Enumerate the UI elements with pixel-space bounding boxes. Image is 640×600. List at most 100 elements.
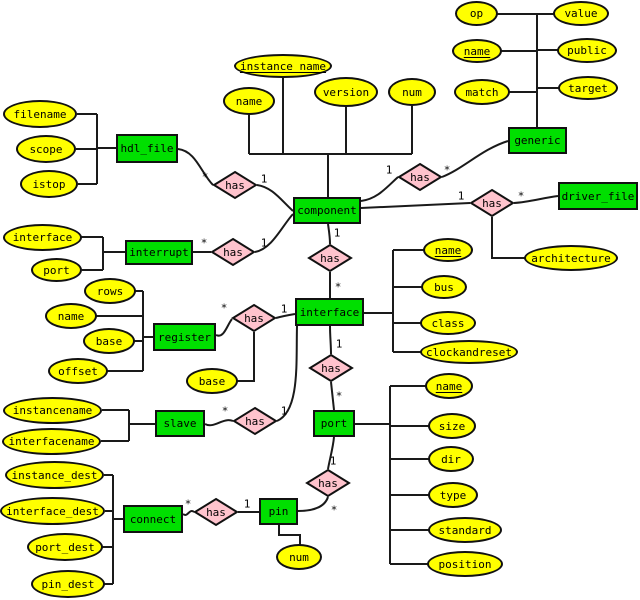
relationship-has-register-interface: has bbox=[231, 303, 277, 333]
connector-port-attributes bbox=[355, 385, 429, 565]
cardinality-one-component-interrupt: 1 bbox=[260, 236, 268, 250]
relationship-label: has bbox=[482, 196, 502, 210]
relationship-has-hdl-file-component: has bbox=[212, 170, 258, 200]
connector-has-to-component-lower-left bbox=[254, 213, 294, 253]
entity-pin: pin bbox=[259, 498, 298, 525]
connector-base-relationship-attribute bbox=[237, 332, 255, 382]
diamond-shape bbox=[231, 303, 277, 333]
attribute-name-register: name bbox=[45, 303, 97, 329]
entity-interrupt: interrupt bbox=[125, 240, 193, 265]
relationship-has-port-pin: has bbox=[305, 468, 351, 498]
attribute-interfacename: interfacename bbox=[2, 428, 101, 455]
attribute-op: op bbox=[455, 1, 498, 26]
entity-register: register bbox=[153, 323, 216, 351]
entity-component: component bbox=[293, 197, 361, 224]
relationship-label: has bbox=[318, 476, 338, 490]
connector-component-top-attributes bbox=[248, 78, 413, 197]
entity-hdl-file: hdl_file bbox=[116, 134, 178, 163]
attribute-instancename: instancename bbox=[3, 397, 102, 424]
connector-has-to-generic bbox=[441, 140, 509, 178]
cardinality-many-interrupt: * bbox=[200, 236, 208, 250]
connector-generic-attributes bbox=[497, 13, 559, 127]
cardinality-one-component-interface: 1 bbox=[333, 226, 341, 240]
relationship-label: has bbox=[206, 505, 226, 519]
entity-generic: generic bbox=[508, 127, 567, 154]
attribute-public: public bbox=[557, 38, 617, 63]
attribute-num-component: num bbox=[388, 78, 436, 106]
cardinality-many-driver-file: * bbox=[517, 189, 525, 203]
cardinality-many-interface: * bbox=[334, 280, 342, 294]
relationship-has-interrupt-component: has bbox=[210, 237, 256, 267]
cardinality-many-slave: * bbox=[221, 404, 229, 418]
cardinality-one-component-driver: 1 bbox=[457, 189, 465, 203]
connector-connect-attributes bbox=[102, 474, 123, 585]
connector-has-to-port-top bbox=[330, 381, 335, 411]
attribute-version: version bbox=[314, 77, 378, 107]
diamond-shape bbox=[307, 243, 353, 273]
relationship-label: has bbox=[225, 178, 245, 192]
relationship-label: has bbox=[321, 361, 341, 375]
attribute-standard: standard bbox=[428, 517, 502, 543]
attribute-architecture: architecture bbox=[524, 245, 618, 271]
attribute-num-pin: num bbox=[276, 544, 322, 570]
connector-interface-to-has-port bbox=[329, 325, 332, 355]
attribute-name-port: name bbox=[425, 373, 473, 399]
entity-port: port bbox=[313, 410, 355, 437]
attribute-value: value bbox=[553, 1, 609, 26]
attribute-target: target bbox=[558, 76, 618, 100]
diamond-shape bbox=[308, 353, 354, 383]
attribute-bus: bus bbox=[421, 275, 467, 299]
connector-port-to-has-pin bbox=[327, 436, 335, 470]
entity-slave: slave bbox=[155, 410, 205, 437]
attribute-interface-interrupt: interface bbox=[3, 224, 82, 251]
attribute-interface-dest: interface_dest bbox=[0, 497, 105, 525]
entity-connect: connect bbox=[123, 505, 183, 533]
cardinality-one-interface-port: 1 bbox=[335, 337, 343, 351]
cardinality-many-port: * bbox=[335, 389, 343, 403]
attribute-name-interface: name bbox=[423, 238, 473, 262]
attribute-rows: rows bbox=[84, 278, 136, 304]
connector-interrupt-attributes bbox=[81, 236, 125, 271]
relationship-has-component-interface: has bbox=[307, 243, 353, 273]
connector-has-to-pin-right bbox=[297, 496, 329, 512]
attribute-offset: offset bbox=[48, 358, 108, 384]
relationship-label: has bbox=[320, 251, 340, 265]
connector-hdl-file-attributes bbox=[76, 113, 116, 185]
connector-hdl-file-to-has bbox=[177, 148, 214, 186]
attribute-clockandreset: clockandreset bbox=[420, 340, 518, 364]
cardinality-many-register: * bbox=[220, 301, 228, 315]
attribute-instance-name: instance_name bbox=[234, 54, 332, 78]
relationship-has-connect-pin: has bbox=[193, 497, 239, 527]
relationship-has-component-generic: has bbox=[397, 162, 443, 192]
cardinality-one-interface-register: 1 bbox=[280, 302, 288, 316]
diamond-shape bbox=[469, 188, 515, 218]
relationship-label: has bbox=[223, 245, 243, 259]
cardinality-many-hdl-file: * bbox=[201, 170, 209, 184]
connector-has-to-interface-bottom bbox=[276, 325, 298, 422]
diamond-shape bbox=[193, 497, 239, 527]
attribute-name-component: name bbox=[223, 87, 275, 115]
attribute-port-interrupt: port bbox=[31, 258, 82, 282]
attribute-scope: scope bbox=[16, 135, 76, 163]
relationship-label: has bbox=[410, 170, 430, 184]
relationship-has-slave-interface: has bbox=[232, 406, 278, 436]
entity-driver-file: driver_file bbox=[558, 182, 638, 210]
connector-component-to-has-driver bbox=[360, 202, 471, 209]
attribute-type: type bbox=[428, 482, 478, 508]
attribute-instance-dest: instance_dest bbox=[5, 461, 104, 489]
connector-component-to-has-interface bbox=[327, 223, 331, 245]
attribute-dir: dir bbox=[428, 446, 474, 472]
cardinality-many-pin: * bbox=[330, 503, 338, 517]
attribute-istop: istop bbox=[20, 170, 78, 198]
connector-slave-to-has bbox=[204, 419, 234, 427]
connector-interface-attributes bbox=[364, 249, 424, 353]
relationship-has-interface-port: has bbox=[308, 353, 354, 383]
cardinality-one-pin-connect: 1 bbox=[243, 497, 251, 511]
cardinality-one-port-pin: 1 bbox=[329, 454, 337, 468]
connector-register-to-has bbox=[215, 318, 233, 337]
connector-has-to-component-left bbox=[256, 184, 294, 212]
attribute-pin-dest: pin_dest bbox=[31, 570, 105, 598]
attribute-base-register: base bbox=[83, 328, 135, 354]
